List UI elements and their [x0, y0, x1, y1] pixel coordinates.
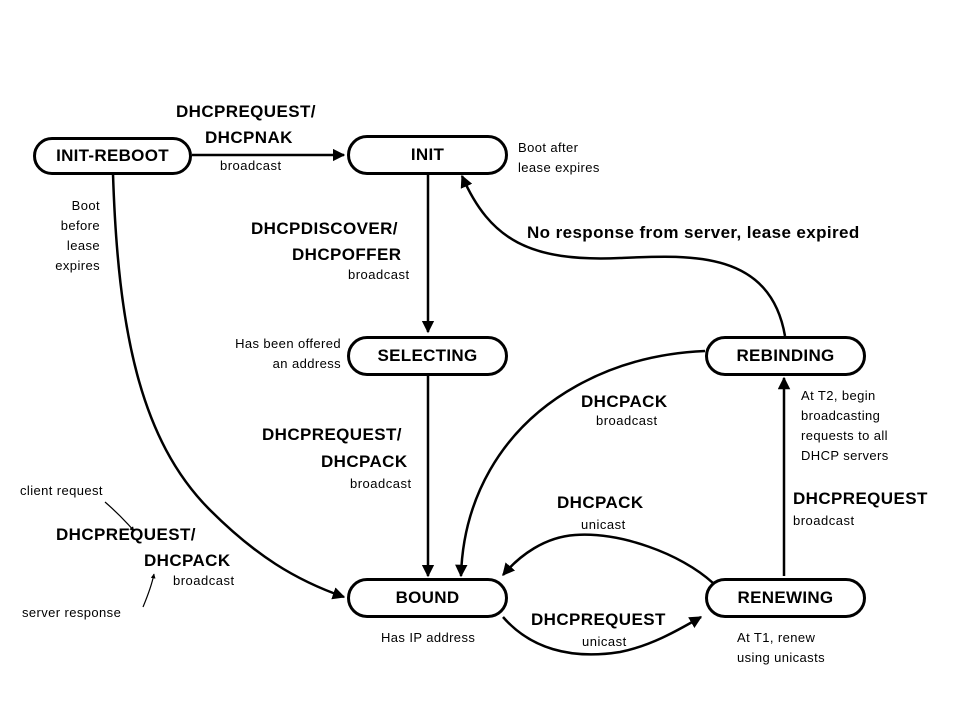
label-reboot-bound-msg2: DHCPACK: [144, 551, 231, 570]
note-offered: Has been offered an address: [200, 334, 341, 374]
arrow-rebinding-to-bound: [455, 349, 706, 578]
note-boot-after-line-1: Boot after: [518, 140, 579, 155]
label-init-selecting-mode: broadcast: [348, 267, 410, 282]
note-t2-line-4: DHCP servers: [801, 448, 889, 463]
state-init: INIT: [347, 135, 508, 175]
note-boot-before: Boot before lease expires: [40, 196, 100, 276]
label-rebinding-bound-mode: broadcast: [596, 413, 658, 428]
label-renewing-bound-msg: DHCPACK: [557, 493, 644, 512]
state-selecting: SELECTING: [347, 336, 508, 376]
arrow-initreboot-to-bound: [111, 173, 346, 600]
label-init-selecting-msg1: DHCPDISCOVER/: [251, 219, 398, 238]
note-t1: At T1, renew using unicasts: [737, 628, 825, 668]
note-boot-after-line-2: lease expires: [518, 160, 600, 175]
label-reboot-bound-mode: broadcast: [173, 573, 235, 588]
label-rebinding-bound-msg: DHCPACK: [581, 392, 668, 411]
state-renewing: RENEWING: [705, 578, 866, 618]
pointer-server-response: [142, 573, 156, 608]
label-reboot-init-msg1: DHCPREQUEST/: [176, 102, 316, 121]
note-boot-before-line-1: Boot: [71, 198, 100, 213]
note-offered-line-2: an address: [272, 356, 341, 371]
label-selecting-bound-msg2: DHCPACK: [321, 452, 408, 471]
note-has-ip: Has IP address: [381, 630, 476, 645]
note-t2-line-1: At T2, begin: [801, 388, 876, 403]
state-bound: BOUND: [347, 578, 508, 618]
note-server-response: server response: [22, 605, 122, 620]
note-offered-line-1: Has been offered: [235, 336, 341, 351]
note-boot-before-line-2: before: [60, 218, 100, 233]
note-t1-line-1: At T1, renew: [737, 630, 816, 645]
label-renewing-rebinding-mode: broadcast: [793, 513, 855, 528]
note-client-request: client request: [20, 483, 103, 498]
label-renewing-rebinding-msg: DHCPREQUEST: [793, 489, 928, 508]
label-selecting-bound-msg1: DHCPREQUEST/: [262, 425, 402, 444]
note-t2-line-3: requests to all: [801, 428, 888, 443]
arrow-renewing-to-bound: [502, 533, 714, 584]
note-t1-line-2: using unicasts: [737, 650, 825, 665]
state-init-reboot: INIT-REBOOT: [33, 137, 192, 175]
arrow-bound-to-renewing: [502, 615, 703, 656]
label-rebinding-init-msg: No response from server, lease expired: [527, 223, 860, 242]
note-t2: At T2, begin broadcasting requests to al…: [801, 386, 889, 466]
label-bound-renewing-mode: unicast: [582, 634, 627, 649]
note-boot-before-line-3: lease: [66, 238, 100, 253]
pointer-client-request: [104, 501, 135, 532]
arrow-rebinding-to-init: [460, 174, 787, 337]
state-rebinding: REBINDING: [705, 336, 866, 376]
note-t2-line-2: broadcasting: [801, 408, 881, 423]
label-reboot-init-mode: broadcast: [220, 158, 282, 173]
label-selecting-bound-mode: broadcast: [350, 476, 412, 491]
note-boot-before-line-4: expires: [55, 258, 100, 273]
label-reboot-bound-msg1: DHCPREQUEST/: [56, 525, 196, 544]
note-boot-after: Boot after lease expires: [518, 138, 600, 178]
label-reboot-init-msg2: DHCPNAK: [205, 128, 293, 147]
label-init-selecting-msg2: DHCPOFFER: [292, 245, 402, 264]
label-bound-renewing-msg: DHCPREQUEST: [531, 610, 666, 629]
label-renewing-bound-mode: unicast: [581, 517, 626, 532]
